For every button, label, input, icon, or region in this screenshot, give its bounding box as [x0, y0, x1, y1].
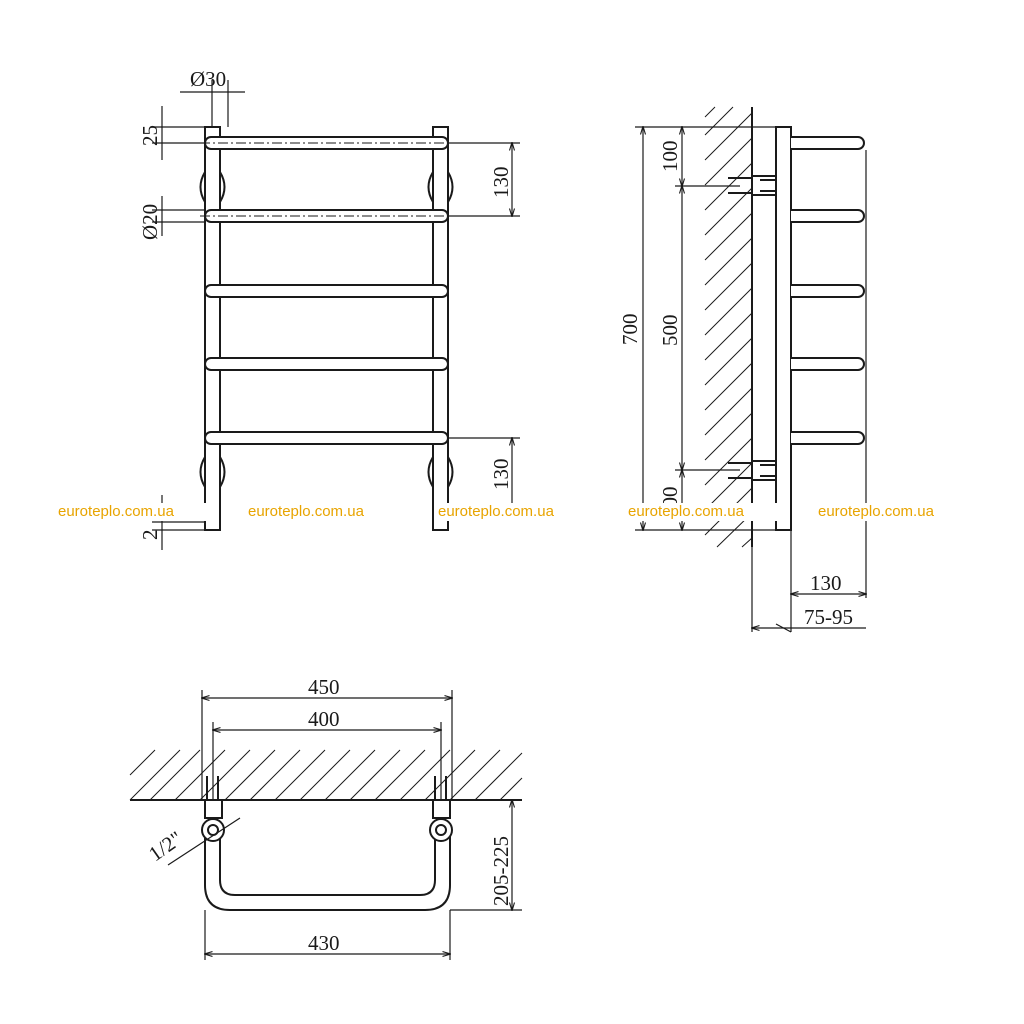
- dim-thread: 1/2": [144, 826, 187, 866]
- right-post: [432, 126, 449, 531]
- rung: [204, 357, 449, 371]
- top-view: 450 400 1/2" 205-225 430: [129, 675, 523, 960]
- front-view: Ø30 25 Ø20 130 130 2: [138, 67, 520, 550]
- dim-wall-distance: 75-95: [804, 605, 853, 629]
- dim-bottom-spacing: 130: [489, 459, 513, 491]
- bracket-bottom-left: [199, 456, 226, 488]
- bracket-bottom-right: [427, 456, 454, 488]
- dim-total-height: 700: [618, 314, 642, 346]
- watermark: euroteplo.com.ua: [628, 503, 745, 520]
- watermark: euroteplo.com.ua: [438, 503, 555, 520]
- bracket-top-right: [427, 171, 454, 203]
- dim-bottom-offset: 2: [138, 530, 162, 541]
- dim-inner-width: 400: [308, 707, 340, 731]
- dim-depth: 130: [810, 571, 842, 595]
- dim-outer-width: 450: [308, 675, 340, 699]
- rung: [204, 284, 449, 298]
- bracket-top-left: [199, 171, 226, 203]
- dim-projection: 205-225: [489, 836, 513, 906]
- dim-rung-diameter: Ø20: [138, 204, 162, 240]
- dim-bottom-width: 430: [308, 931, 340, 955]
- watermark: euroteplo.com.ua: [248, 503, 365, 520]
- rung: [204, 431, 449, 445]
- dim-top-to-mount: 100: [658, 141, 682, 173]
- dim-top-offset: 25: [138, 125, 162, 146]
- side-view: 700 100 500 100 130 75-95: [618, 106, 866, 633]
- dim-top-spacing: 130: [489, 167, 513, 199]
- dim-pipe-diameter: Ø30: [190, 67, 226, 91]
- watermark: euroteplo.com.ua: [58, 503, 175, 520]
- left-post: [204, 126, 221, 531]
- side-rungs: [791, 136, 865, 445]
- rungs: [204, 136, 449, 445]
- watermark: euroteplo.com.ua: [818, 503, 935, 520]
- watermarks: euroteplo.com.ua euroteplo.com.ua eurote…: [55, 503, 975, 521]
- wall-hatch-top: [129, 749, 523, 801]
- dim-mount-spacing: 500: [658, 315, 682, 347]
